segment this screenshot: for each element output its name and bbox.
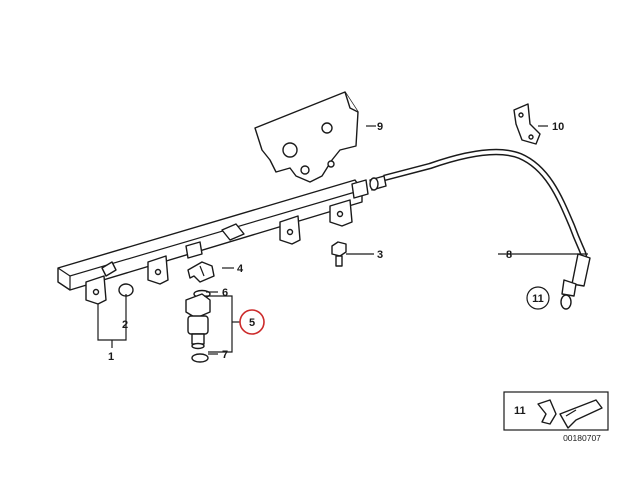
callout-11-circle: 11 xyxy=(526,286,550,310)
callout-7: 7 xyxy=(222,349,228,361)
injector-part xyxy=(185,289,211,363)
bracket-part xyxy=(254,91,359,183)
leader-lines xyxy=(97,125,588,355)
callout-11: 11 xyxy=(532,293,544,305)
screw-part xyxy=(331,241,347,267)
callout-2: 2 xyxy=(122,319,128,331)
small-bracket-part xyxy=(513,103,541,145)
callout-5-highlight[interactable]: 5 xyxy=(239,309,265,335)
inset-box: 11 xyxy=(503,391,609,431)
fuel-line-part xyxy=(369,148,591,310)
callout-3: 3 xyxy=(377,249,383,261)
fuel-rail-part xyxy=(57,179,369,305)
clip-part xyxy=(187,261,215,283)
callout-1: 1 xyxy=(108,351,114,363)
diagram-code: 00180707 xyxy=(563,433,601,443)
callout-6: 6 xyxy=(222,287,228,299)
callout-4: 4 xyxy=(237,263,244,275)
callout-9: 9 xyxy=(377,121,383,133)
callout-8: 8 xyxy=(506,249,512,261)
callout-10: 10 xyxy=(552,121,564,133)
inset-callout-11: 11 xyxy=(514,405,526,417)
callout-5: 5 xyxy=(249,317,255,329)
